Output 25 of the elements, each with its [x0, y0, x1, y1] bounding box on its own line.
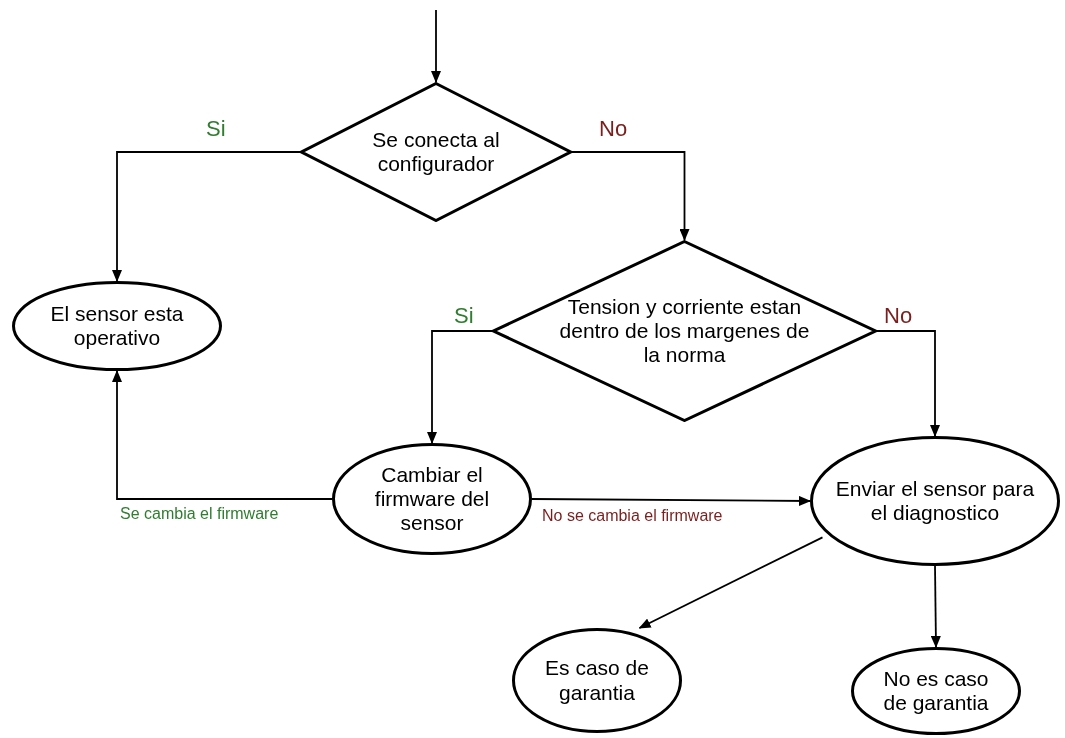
node-text: Es caso de garantia	[544, 656, 650, 705]
process-ellipse	[332, 443, 532, 555]
arrow	[638, 536, 824, 629]
arrow	[930, 565, 941, 648]
process-ellipse	[12, 281, 222, 371]
node-text: Cambiar el firmware del sensor	[373, 462, 491, 536]
arrow	[112, 151, 301, 282]
arrow	[876, 330, 940, 437]
node-text: No es caso de garantia	[882, 666, 990, 716]
node-text: El sensor esta operativo	[49, 301, 185, 351]
arrow	[571, 151, 690, 241]
arrow	[427, 330, 493, 444]
process-ellipse	[851, 647, 1021, 735]
process-ellipse	[810, 436, 1060, 566]
node-text: Tension y corriente estan dentro de los margenes de la norma	[559, 294, 810, 368]
edge-label: Se cambia el firmware	[118, 506, 281, 522]
decision-diamond	[300, 82, 572, 222]
arrow	[531, 495, 811, 506]
process-ellipse	[512, 628, 682, 733]
node-text: Enviar el sensor para el diagnostico	[834, 476, 1036, 526]
arrow	[112, 370, 333, 500]
decision-diamond	[492, 240, 877, 422]
node-text: Se conecta al configurador	[371, 127, 501, 177]
arrow	[431, 9, 441, 83]
edge-label: No se cambia el firmware	[540, 508, 725, 524]
